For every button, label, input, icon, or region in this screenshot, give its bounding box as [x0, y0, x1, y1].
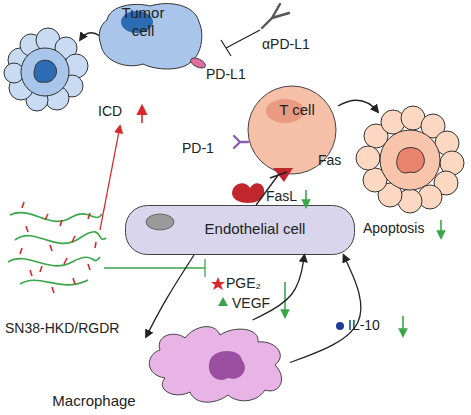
endothelial-cell: Endothelial cell: [125, 205, 355, 255]
cell-outline: [126, 206, 355, 255]
annotation-label: PGE₂: [226, 275, 261, 292]
flow-arrow: [146, 255, 194, 337]
tee-bar: [270, 172, 287, 178]
flow-arrow: [290, 255, 361, 363]
annotation-label: IL-10: [348, 317, 380, 334]
tumor-cell: Tumor cell: [95, 0, 205, 72]
fasl-ligand: [232, 183, 264, 203]
dot-symbol: [336, 322, 344, 330]
pd-l1-receptor: [189, 56, 207, 70]
down-arrow: [284, 282, 286, 317]
annotation-label: PD-L1: [206, 66, 246, 83]
inhibition-line: [104, 259, 205, 277]
annotation-label: PD-1: [182, 140, 214, 157]
macrophage-cell: Macrophage: [140, 320, 290, 405]
pd-1-receptor: [234, 136, 248, 148]
annotation-label: SN38-HKD/RGDR: [5, 320, 119, 337]
cell-outline: [99, 4, 202, 69]
nanofiber-illustration: [8, 202, 106, 293]
annotation-label: ICD: [98, 103, 122, 120]
flow-arrow: [253, 255, 305, 320]
inhibition-line: [221, 30, 260, 56]
cell-outline: [149, 327, 281, 403]
nucleus: [209, 351, 245, 380]
fas-receptor: [273, 168, 293, 182]
annotation-label: FasL: [266, 188, 297, 205]
triangle-symbol: [218, 297, 228, 306]
nucleus: [146, 214, 174, 230]
up-arrow: [141, 106, 143, 123]
cell-label: Macrophage: [48, 392, 140, 410]
down-arrow: [305, 190, 307, 207]
death-arrow: [80, 33, 100, 40]
down-arrow: [402, 316, 404, 336]
dying-tumor-cell: [4, 28, 88, 111]
cell-shape: [140, 320, 290, 405]
apoptotic-t-cell: [356, 106, 464, 213]
annotation-label: Fas: [318, 152, 341, 169]
apoptosis-arrow: [338, 100, 378, 112]
cell-label: T cell: [267, 101, 327, 119]
icd-induction-arrow: [100, 126, 120, 230]
antibody-symbol: [262, 4, 289, 28]
down-arrow: [440, 220, 442, 238]
annotation-label: VEGF: [232, 295, 270, 312]
annotation-label: αPD-L1: [262, 36, 310, 53]
star-symbol: [211, 277, 225, 290]
inhibition-connector: [256, 175, 278, 205]
cell-label: Endothelial cell: [165, 220, 345, 238]
cell-label: Tumor cell: [113, 4, 173, 40]
annotation-label: Apoptosis: [363, 220, 424, 237]
